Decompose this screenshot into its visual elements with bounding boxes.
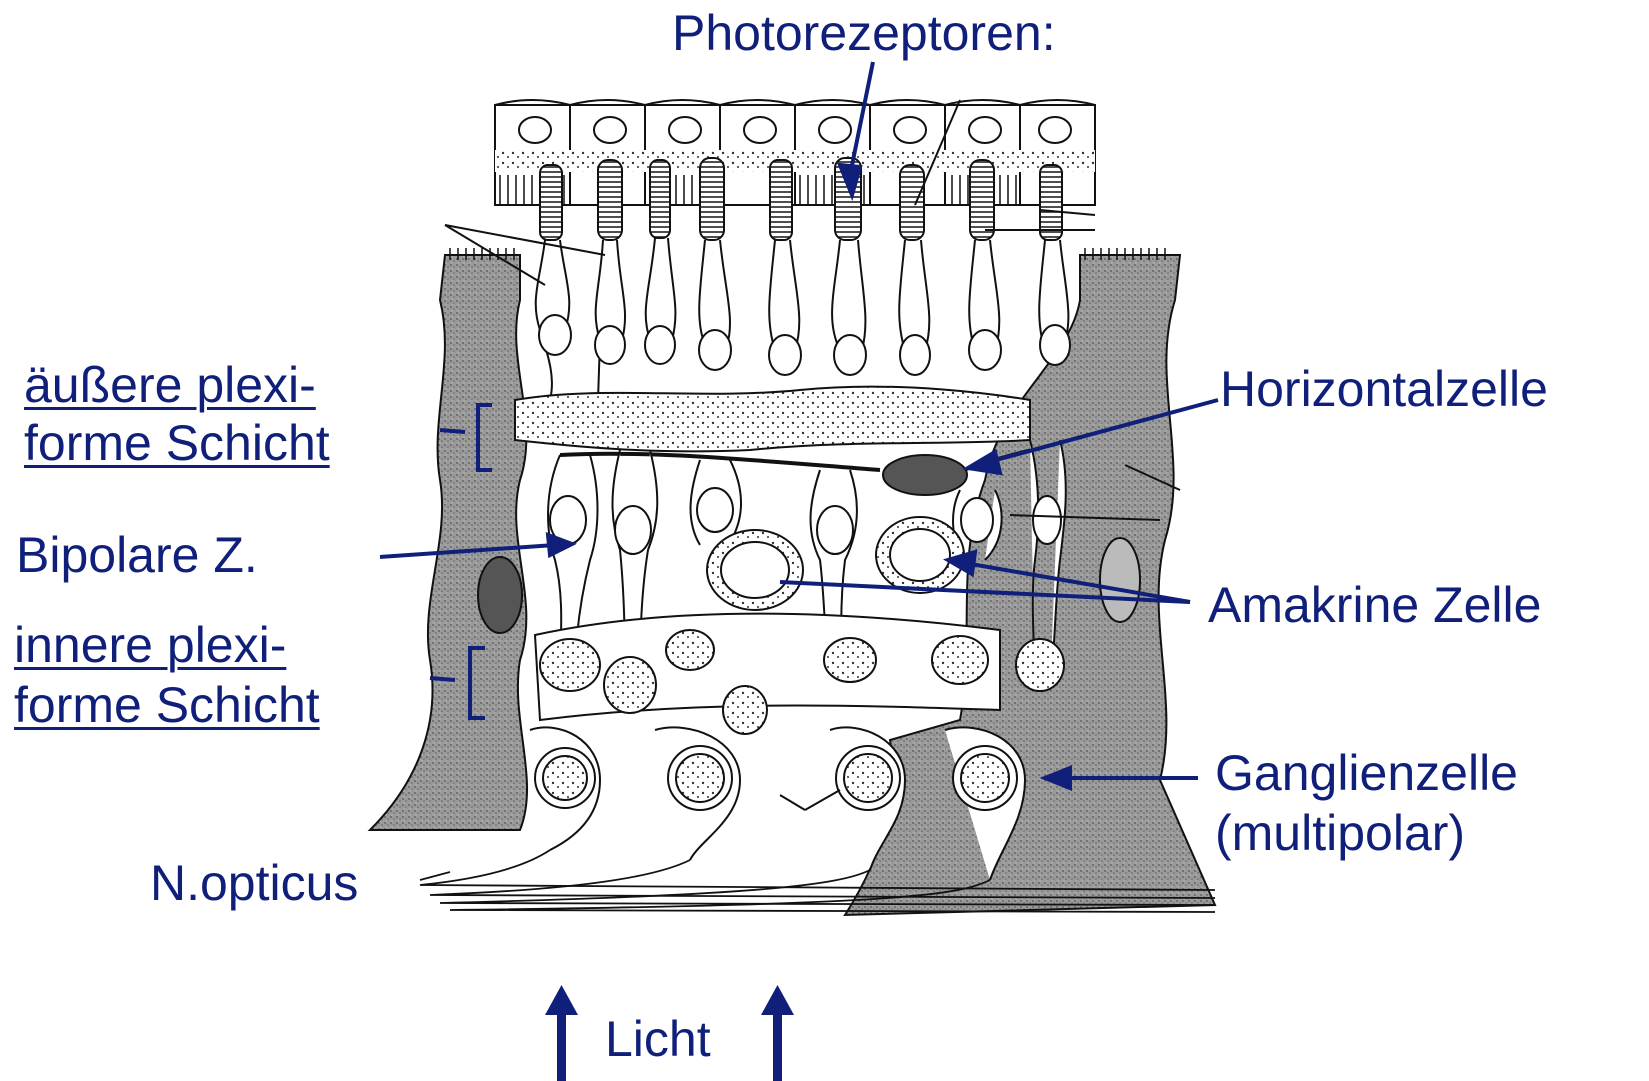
label-ganglion-line2: (multipolar) [1215, 806, 1465, 860]
glia-cell-left [370, 255, 527, 830]
label-outer-plexiform-line1: äußere plexi- [24, 358, 316, 412]
label-light: Licht [605, 1012, 711, 1066]
label-inner-plexiform-line2: forme Schicht [14, 678, 320, 732]
label-bipolar: Bipolare Z. [16, 528, 258, 582]
label-photoreceptors: Photorezeptoren: [672, 6, 1056, 60]
horizontal-cell-body [883, 455, 967, 495]
label-n-opticus: N.opticus [150, 856, 358, 910]
label-inner-plexiform-line1: innere plexi- [14, 618, 286, 672]
label-horizontal-cell: Horizontalzelle [1220, 362, 1548, 416]
photoreceptor-cells [536, 238, 1069, 400]
inner-plexiform-layer [535, 614, 1000, 720]
label-outer-plexiform-line2: forme Schicht [24, 416, 330, 470]
label-amacrine-cell: Amakrine Zelle [1208, 578, 1541, 632]
outer-plexiform-layer [515, 387, 1030, 452]
photoreceptor-nuclei [539, 315, 1070, 375]
label-ganglion-line1: Ganglienzelle [1215, 746, 1518, 800]
